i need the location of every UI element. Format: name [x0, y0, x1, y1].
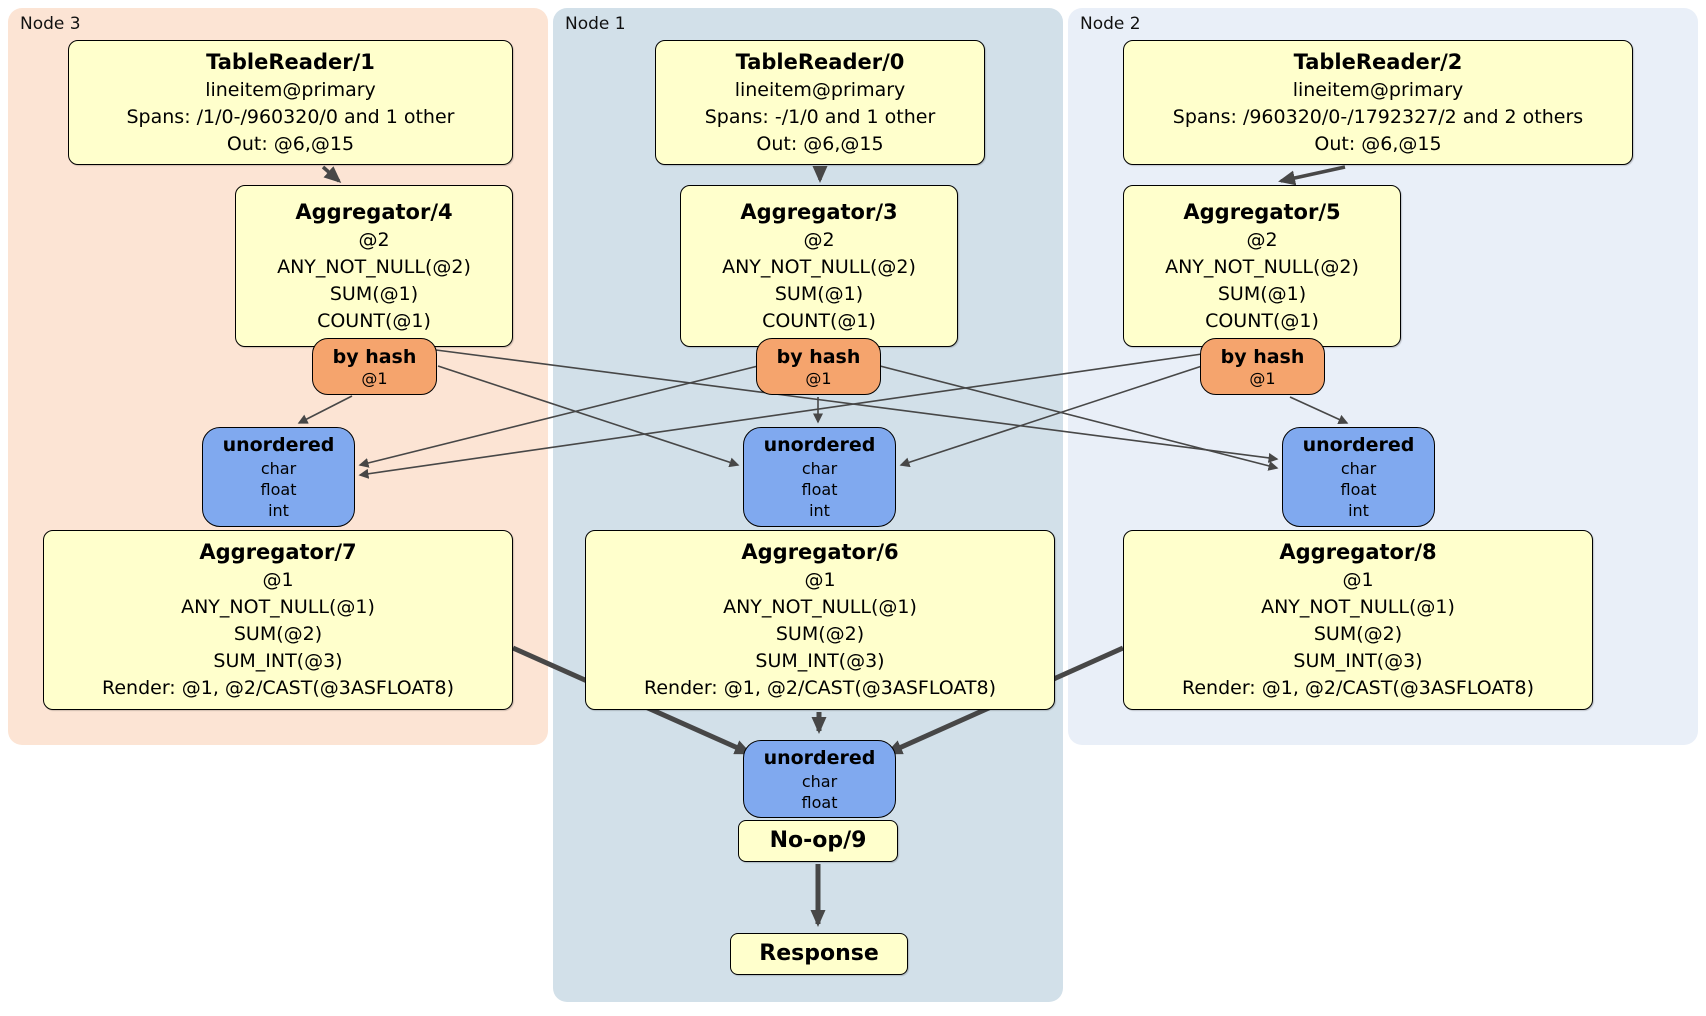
- unordered-sync-final: unordered char float: [743, 740, 896, 818]
- edge-hash1-sync2: [879, 365, 1279, 471]
- sync-column: char: [801, 459, 838, 478]
- processor-detail: SUM_INT(@3): [1293, 650, 1423, 672]
- processor-title: No-op/9: [769, 828, 867, 853]
- by-hash-router-node1: by hash @1: [756, 338, 881, 395]
- processor-detail: COUNT(@1): [762, 309, 876, 332]
- processor-detail: Out: @6,@15: [756, 132, 884, 155]
- processor-detail: @2: [1246, 228, 1278, 251]
- processor-title: TableReader/0: [735, 49, 905, 74]
- processor-detail: ANY_NOT_NULL(@2): [277, 255, 471, 278]
- processor-detail: ANY_NOT_NULL(@1): [181, 596, 375, 618]
- processor-detail: SUM(@2): [775, 623, 865, 645]
- sync-column: char: [1340, 459, 1377, 478]
- processor-detail: lineitem@primary: [734, 78, 906, 101]
- processor-detail: SUM(@1): [1217, 282, 1307, 305]
- sync-title: unordered: [763, 746, 876, 769]
- unordered-sync-node2: unordered char float int: [1282, 427, 1435, 527]
- router-detail: @1: [805, 368, 832, 388]
- aggregator-6-box: Aggregator/6 @1 ANY_NOT_NULL(@1) SUM(@2)…: [585, 530, 1055, 710]
- sync-column: float: [1340, 480, 1377, 499]
- sync-column: float: [801, 480, 838, 499]
- processor-detail: COUNT(@1): [1205, 309, 1319, 332]
- sync-column: char: [260, 459, 297, 478]
- processor-title: Aggregator/4: [295, 199, 453, 224]
- processor-detail: Render: @1, @2/CAST(@3ASFLOAT8): [644, 677, 996, 699]
- processor-detail: SUM(@2): [1313, 623, 1403, 645]
- sync-column: int: [268, 501, 289, 520]
- processor-detail: SUM(@1): [774, 282, 864, 305]
- aggregator-5-box: Aggregator/5 @2 ANY_NOT_NULL(@2) SUM(@1)…: [1123, 185, 1401, 347]
- router-title: by hash: [332, 345, 417, 368]
- processor-detail: lineitem@primary: [205, 78, 376, 101]
- processor-detail: ANY_NOT_NULL(@1): [723, 596, 917, 618]
- processor-detail: COUNT(@1): [317, 309, 431, 332]
- sync-column: float: [801, 792, 838, 812]
- processor-detail: SUM_INT(@3): [213, 650, 343, 672]
- processor-detail: @2: [358, 228, 390, 251]
- tablereader-1-box: TableReader/1 lineitem@primary Spans: /1…: [68, 40, 513, 165]
- processor-detail: Spans: /1/0-/960320/0 and 1 other: [126, 105, 455, 128]
- processor-detail: Spans: /960320/0-/1792327/2 and 2 others: [1172, 105, 1584, 128]
- processor-detail: Out: @6,@15: [1314, 132, 1442, 155]
- processor-detail: @2: [803, 228, 835, 251]
- unordered-sync-node3: unordered char float int: [202, 427, 355, 527]
- unordered-sync-node1: unordered char float int: [743, 427, 896, 527]
- processor-detail: ANY_NOT_NULL(@2): [722, 255, 916, 278]
- processor-detail: Out: @6,@15: [226, 132, 355, 155]
- router-title: by hash: [1220, 345, 1305, 368]
- edge-hash3-sync2: [435, 349, 1279, 463]
- sync-title: unordered: [763, 434, 876, 456]
- edge-hash2-sync3: [358, 353, 1203, 479]
- by-hash-router-node2: by hash @1: [1200, 338, 1325, 395]
- processor-detail: ANY_NOT_NULL(@2): [1165, 255, 1359, 278]
- aggregator-8-box: Aggregator/8 @1 ANY_NOT_NULL(@1) SUM(@2)…: [1123, 530, 1593, 710]
- router-detail: @1: [361, 368, 388, 388]
- sync-title: unordered: [222, 434, 335, 456]
- processor-detail: SUM_INT(@3): [755, 650, 885, 672]
- edge-tr2-agg5: [1278, 165, 1346, 186]
- sync-column: int: [1348, 501, 1369, 520]
- response-box: Response: [730, 933, 908, 975]
- processor-detail: ANY_NOT_NULL(@1): [1261, 596, 1455, 618]
- edge-hash2-sync2: [1289, 396, 1349, 425]
- processor-title: TableReader/2: [1293, 49, 1463, 74]
- sync-column: char: [801, 771, 838, 791]
- node3-label: Node 3: [20, 14, 81, 34]
- processor-detail: @1: [1342, 569, 1374, 591]
- processor-detail: Render: @1, @2/CAST(@3ASFLOAT8): [1182, 677, 1534, 699]
- node1-label: Node 1: [565, 14, 626, 34]
- noop-9-box: No-op/9: [738, 820, 898, 862]
- processor-title: Response: [759, 941, 879, 966]
- aggregator-4-box: Aggregator/4 @2 ANY_NOT_NULL(@2) SUM(@1)…: [235, 185, 513, 347]
- processor-title: Aggregator/7: [199, 540, 357, 564]
- processor-title: Aggregator/3: [740, 199, 898, 224]
- processor-title: Aggregator/5: [1183, 199, 1341, 224]
- processor-title: Aggregator/8: [1279, 540, 1437, 564]
- edge-hash1-sync3: [358, 365, 759, 468]
- edge-hash3-sync1: [437, 365, 740, 468]
- aggregator-7-box: Aggregator/7 @1 ANY_NOT_NULL(@1) SUM(@2)…: [43, 530, 513, 710]
- processor-detail: SUM(@1): [329, 282, 419, 305]
- processor-detail: lineitem@primary: [1292, 78, 1464, 101]
- router-title: by hash: [776, 345, 861, 368]
- edge-hash3-sync3: [297, 395, 353, 424]
- sync-column: int: [809, 501, 830, 520]
- edge-hash2-sync1: [899, 365, 1203, 468]
- processor-title: Aggregator/6: [741, 540, 899, 564]
- by-hash-router-node3: by hash @1: [312, 338, 437, 395]
- edge-tr1-agg4: [321, 165, 342, 183]
- sync-title: unordered: [1302, 434, 1415, 456]
- node2-label: Node 2: [1080, 14, 1141, 34]
- aggregator-3-box: Aggregator/3 @2 ANY_NOT_NULL(@2) SUM(@1)…: [680, 185, 958, 347]
- processor-detail: SUM(@2): [233, 623, 323, 645]
- tablereader-0-box: TableReader/0 lineitem@primary Spans: -/…: [655, 40, 985, 165]
- sync-column: float: [260, 480, 297, 499]
- tablereader-2-box: TableReader/2 lineitem@primary Spans: /9…: [1123, 40, 1633, 165]
- processor-detail: @1: [804, 569, 836, 591]
- router-detail: @1: [1249, 368, 1276, 388]
- processor-title: TableReader/1: [206, 49, 375, 74]
- processor-detail: Render: @1, @2/CAST(@3ASFLOAT8): [102, 677, 454, 699]
- processor-detail: Spans: -/1/0 and 1 other: [704, 105, 936, 128]
- processor-detail: @1: [262, 569, 294, 591]
